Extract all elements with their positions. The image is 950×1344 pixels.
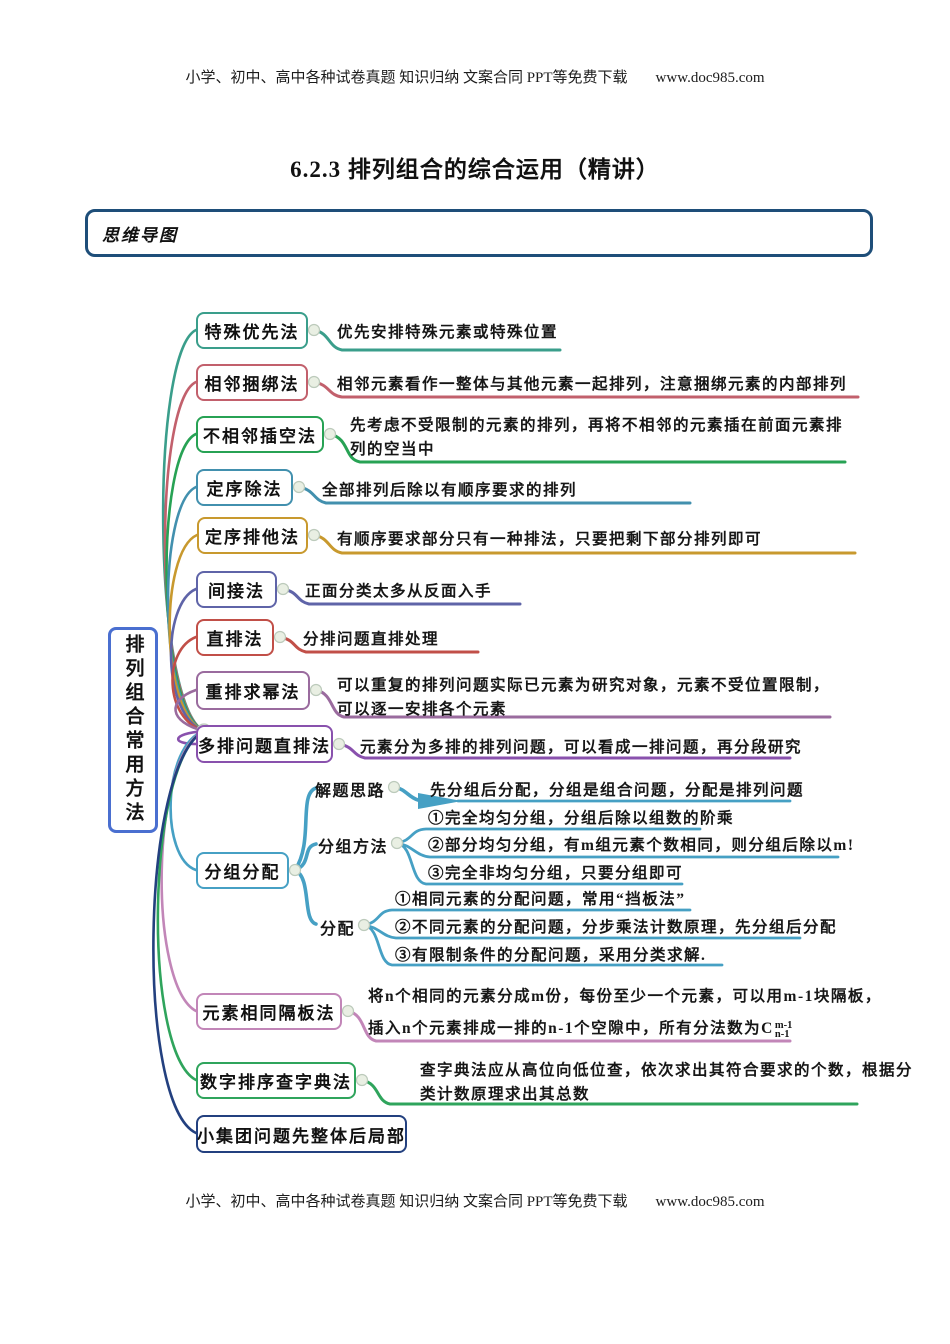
sublabel-solution-idea: 解题思路 [315,783,386,800]
node-adjacent-bundle: 相邻捆绑法 [196,364,308,401]
desc-line: 查字典法应从高位向低位查，依次求出其符合要求的个数，根据分 [420,1062,914,1079]
sublabel-assignment: 分配 [320,921,356,938]
desc-line: 全部排列后除以有顺序要求的排列 [322,482,578,499]
node-label: 重排求幂法 [205,683,301,702]
sublabel-grouping-method: 分组方法 [318,839,389,856]
desc-line: ①相同元素的分配问题，常用“挡板法” [395,891,686,908]
node-label: 直排法 [206,630,264,649]
page-title: 6.2.3 排列组合的综合运用（精讲） [290,157,660,182]
node-label: 分组分配 [204,863,281,882]
node-label: 小集团问题先整体后局部 [197,1126,406,1146]
desc-line: 正面分类太多从反面入手 [305,583,493,600]
desc-line: 先分组后分配，分组是组合问题，分配是排列问题 [430,782,805,799]
root-branch-curves [152,328,206,1135]
desc-line: 分排问题直排处理 [303,631,440,648]
desc-line: 列的空当中 [350,441,436,458]
desc-line: ②不同元素的分配问题，分步乘法计数原理，先分组后分配 [395,919,838,936]
root-label: 排列组合常用方法 [122,634,144,826]
node-fixed-order-exclusion: 定序排他法 [197,517,308,554]
footer-url: www.doc985.com [655,1194,765,1210]
node-label: 不相邻插空法 [203,427,317,446]
node-group-assign: 分组分配 [196,852,289,889]
node-repeat-power: 重排求幂法 [196,671,310,710]
node-digit-dictionary: 数字排序查字典法 [196,1062,356,1099]
desc-line: 可以逐一安排各个元素 [337,701,508,718]
desc-line: ③有限制条件的分配问题，采用分类求解. [395,947,707,964]
page-footer: 小学、初中、高中各种试卷真题 知识归纳 文案合同 PPT等免费下载 www.doc… [0,1190,950,1211]
desc-line: 将n个相同的元素分成m份，每份至少一个元素，可以用m-1块隔板， [368,988,882,1005]
node-label: 特殊优先法 [204,323,300,342]
node-multi-row: 多排问题直排法 [196,725,333,763]
node-label: 定序排他法 [205,528,300,547]
desc-line: 优先安排特殊元素或特殊位置 [337,324,559,341]
section-label: 思维导图 [102,225,178,245]
formula-superscript: m-1 [774,1019,793,1031]
footer-text: 小学、初中、高中各种试卷真题 知识归纳 文案合同 PPT等免费下载 [185,1194,628,1210]
desc-line: 有顺序要求部分只有一种排法，只要把剩下部分排列即可 [337,531,763,548]
node-small-group: 小集团问题先整体后局部 [196,1115,407,1153]
desc-line: 类计数原理求出其总数 [420,1086,591,1103]
desc-line: 先考虑不受限制的元素的排列，再将不相邻的元素插在前面元素排 [350,417,844,434]
desc-line: ②部分均匀分组，有m组元素个数相同，则分组后除以m! [428,837,855,854]
desc-line: ③完全非均匀分组，只要分组即可 [428,865,684,882]
node-label: 定序除法 [206,480,283,499]
node-label: 多排问题直排法 [198,736,331,756]
node-label: 间接法 [208,582,265,601]
desc-line: ①完全均匀分组，分组后除以组数的阶乘 [428,810,735,827]
section-header-box: 思维导图 [85,209,873,257]
header-url: www.doc985.com [655,70,765,86]
desc-line: 可以重复的排列问题实际已元素为研究对象，元素不受位置限制， [337,677,831,694]
node-label: 数字排序查字典法 [200,1073,352,1092]
desc-line: 相邻元素看作一整体与其他元素一起排列，注意捆绑元素的内部排列 [337,376,848,393]
header-text: 小学、初中、高中各种试卷真题 知识归纳 文案合同 PPT等免费下载 [185,70,628,86]
node-label: 相邻捆绑法 [204,375,300,394]
formula-subscript: n-1 [774,1029,790,1040]
formula-prefix: 插入n个元素排成一排的n-1个空隙中，所有分法数为C [368,1020,774,1037]
node-special-priority: 特殊优先法 [196,312,308,349]
node-non-adjacent-gap: 不相邻插空法 [196,416,324,453]
desc-line: 元素分为多排的排列问题，可以看成一排问题，再分段研究 [360,739,803,756]
page-header: 小学、初中、高中各种试卷真题 知识归纳 文案合同 PPT等免费下载 www.doc… [0,66,950,87]
mindmap-root-node: 排列组合常用方法 [108,627,158,833]
arrow-icon [418,793,462,809]
node-indirect: 间接法 [196,571,277,608]
node-label: 元素相同隔板法 [202,1004,336,1023]
node-straight-row: 直排法 [196,619,274,656]
node-fixed-order-division: 定序除法 [196,469,293,506]
node-partition-board: 元素相同隔板法 [196,993,342,1030]
